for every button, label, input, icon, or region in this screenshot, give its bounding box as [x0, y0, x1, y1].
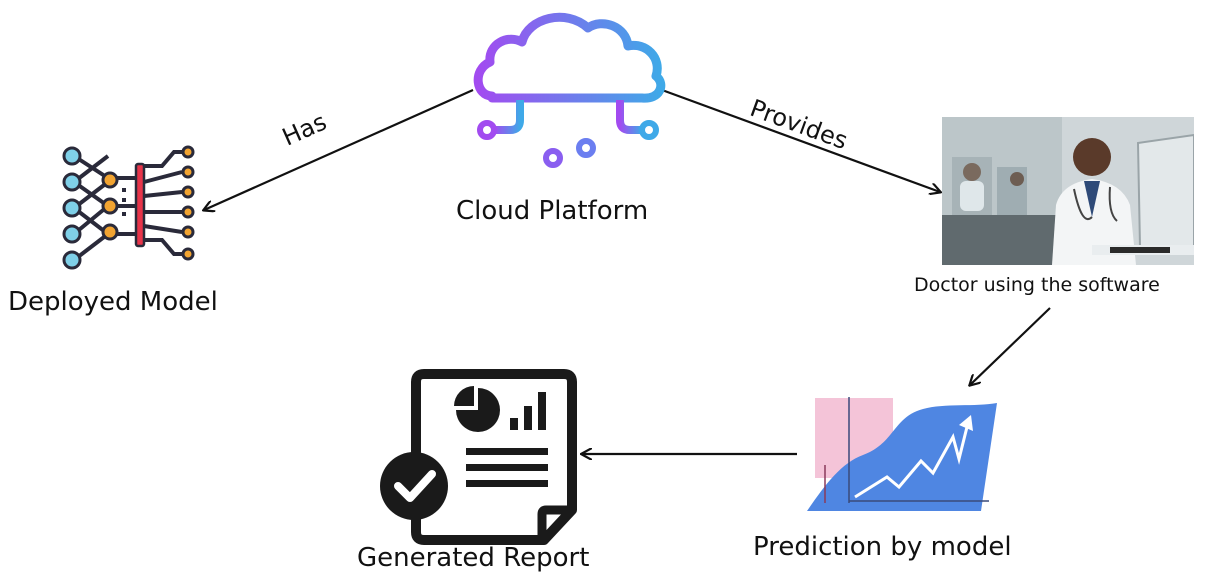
report-check-icon	[380, 369, 577, 545]
doctor-node	[942, 117, 1194, 265]
doctor-photo	[942, 117, 1194, 265]
doctor-label: Doctor using the software	[914, 274, 1160, 296]
neural-network-icon	[62, 145, 195, 270]
prediction-label: Prediction by model	[753, 532, 1012, 562]
cloud-platform-label: Cloud Platform	[456, 196, 649, 226]
report-node	[378, 368, 578, 548]
edge-has	[204, 88, 474, 210]
cloud-platform-node	[470, 8, 670, 178]
deployed-model-label: Deployed Model	[8, 287, 218, 317]
prediction-node	[805, 395, 1000, 515]
deployed-model-node	[58, 140, 203, 270]
report-label: Generated Report	[357, 543, 590, 573]
edge-doctor-to-prediction	[970, 307, 1051, 385]
growth-chart-icon	[807, 397, 997, 511]
edge-provides	[661, 88, 940, 192]
cloud-icon	[473, 12, 666, 168]
